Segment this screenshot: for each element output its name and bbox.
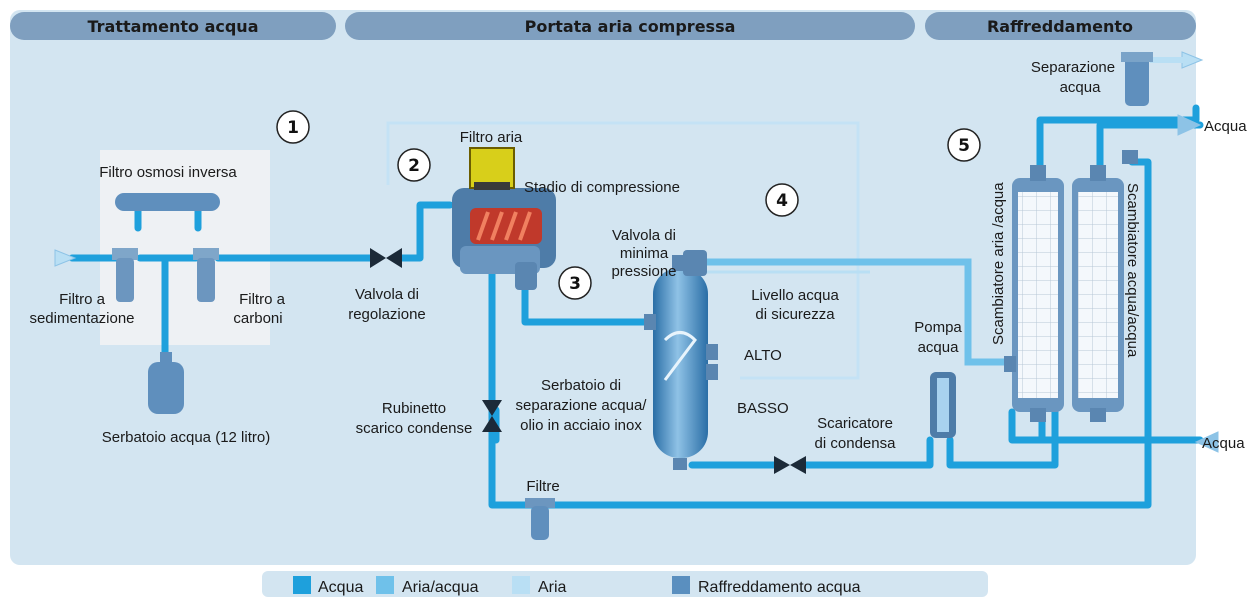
step-1 xyxy=(276,110,310,144)
legend-swatch-acqua xyxy=(293,576,311,594)
svg-text:3: 3 xyxy=(569,274,581,294)
step-markers: 1 2 3 4 5 xyxy=(276,110,981,300)
legend-raffreddamento-acqua: Raffreddamento acqua xyxy=(698,579,861,596)
filter-osmosis-icon xyxy=(115,193,220,211)
header-right: Raffreddamento xyxy=(987,17,1133,36)
legend-aria-acqua: Aria/acqua xyxy=(402,579,479,596)
label-basso: BASSO xyxy=(737,400,789,417)
label-olio-inox: olio in acciaio inox xyxy=(520,417,642,434)
header-left: Trattamento acqua xyxy=(88,17,259,36)
label-rubinetto: Rubinetto xyxy=(382,400,446,417)
water-pump-icon xyxy=(930,372,956,438)
heat-exchangers-icon xyxy=(1004,150,1138,422)
carbon-filter-icon xyxy=(193,248,219,302)
label-pompa: Pompa xyxy=(914,319,962,336)
label-filtro-aria: Filtro aria xyxy=(460,129,523,146)
step-5 xyxy=(947,128,981,162)
legend-swatch-aria xyxy=(512,576,530,594)
legend-bar xyxy=(262,571,988,597)
air-lines xyxy=(386,121,870,380)
air-water-pipes xyxy=(696,258,1012,366)
legend-acqua: Acqua xyxy=(318,579,363,596)
label-filtro-a: Filtro a xyxy=(59,291,106,308)
header-left-bar xyxy=(10,12,336,40)
label-regolazione: regolazione xyxy=(348,306,426,323)
flow-arrows xyxy=(54,51,1219,453)
label-stadio-compressione: Stadio di compressione xyxy=(524,179,680,196)
label-minima: minima xyxy=(620,245,669,262)
label-filtro-osmosi: Filtro osmosi inversa xyxy=(99,164,237,181)
svg-text:4: 4 xyxy=(776,191,788,211)
label-valvola-di: Valvola di xyxy=(355,286,419,303)
bottom-filter-icon xyxy=(525,498,555,540)
header-right-bar xyxy=(925,12,1196,40)
compressor-icon xyxy=(452,188,556,290)
label-separazione-acqua: separazione acqua/ xyxy=(516,397,648,414)
label-scambiatore-acqua-acqua: Scambiatore acqua/acqua xyxy=(1124,183,1141,358)
legend-aria: Aria xyxy=(538,579,567,596)
main-panel xyxy=(10,10,1196,565)
label-acqua-out-bottom: Acqua xyxy=(1202,435,1245,452)
label-scaricatore: Scaricatore xyxy=(817,415,893,432)
condensate-drain-icon xyxy=(774,456,806,474)
step-4 xyxy=(765,183,799,217)
step-2 xyxy=(397,148,431,182)
sedimentation-filter-icon xyxy=(112,248,138,302)
section-headers: Trattamento acqua Portata aria compressa… xyxy=(10,12,1196,40)
regulating-valve-icon xyxy=(370,248,402,268)
label-serbatoio-di: Serbatoio di xyxy=(541,377,621,394)
label-alto: ALTO xyxy=(744,347,782,364)
min-pressure-valve-icon xyxy=(683,250,707,276)
label-pressione: pressione xyxy=(611,263,676,280)
label-livello-acqua: Livello acqua xyxy=(751,287,839,304)
label-di-sicurezza: di sicurezza xyxy=(755,306,835,323)
label-carboni: carboni xyxy=(233,310,282,327)
label-valvola-di-2: Valvola di xyxy=(612,227,676,244)
step-3 xyxy=(558,266,592,300)
label-scambiatore-aria-acqua: Scambiatore aria /acqua xyxy=(990,182,1007,345)
water-treatment-box xyxy=(100,150,270,345)
svg-text:2: 2 xyxy=(408,156,420,176)
label-acqua-sep: acqua xyxy=(1060,79,1102,96)
label-acqua-pompa: acqua xyxy=(918,339,960,356)
air-filter-icon xyxy=(469,147,515,190)
label-filtre: Filtre xyxy=(526,478,559,495)
label-di-condensa: di condensa xyxy=(815,435,897,452)
svg-text:1: 1 xyxy=(287,118,299,138)
svg-text:5: 5 xyxy=(958,136,970,156)
label-separazione: Separazione xyxy=(1031,59,1115,76)
legend-swatch-aria-acqua xyxy=(376,576,394,594)
water-tank-icon xyxy=(148,352,184,414)
label-serbatoio-acqua: Serbatoio acqua (12 litro) xyxy=(102,429,270,446)
drain-tap-icon xyxy=(482,400,502,432)
labels: Filtro osmosi inversa Filtro a sedimenta… xyxy=(29,59,1247,495)
label-filtro-a-2: Filtro a xyxy=(239,291,286,308)
label-sedimentazione: sedimentazione xyxy=(29,310,134,327)
label-scarico-condense: scarico condense xyxy=(356,420,473,437)
header-middle: Portata aria compressa xyxy=(525,17,736,36)
header-middle-bar xyxy=(345,12,915,40)
legend-swatch-raffreddamento xyxy=(672,576,690,594)
legend: Acqua Aria/acqua Aria Raffreddamento acq… xyxy=(262,571,988,597)
water-separator-icon xyxy=(1121,52,1153,106)
separator-tank-icon xyxy=(644,255,718,470)
label-acqua-out-top: Acqua xyxy=(1204,118,1247,135)
